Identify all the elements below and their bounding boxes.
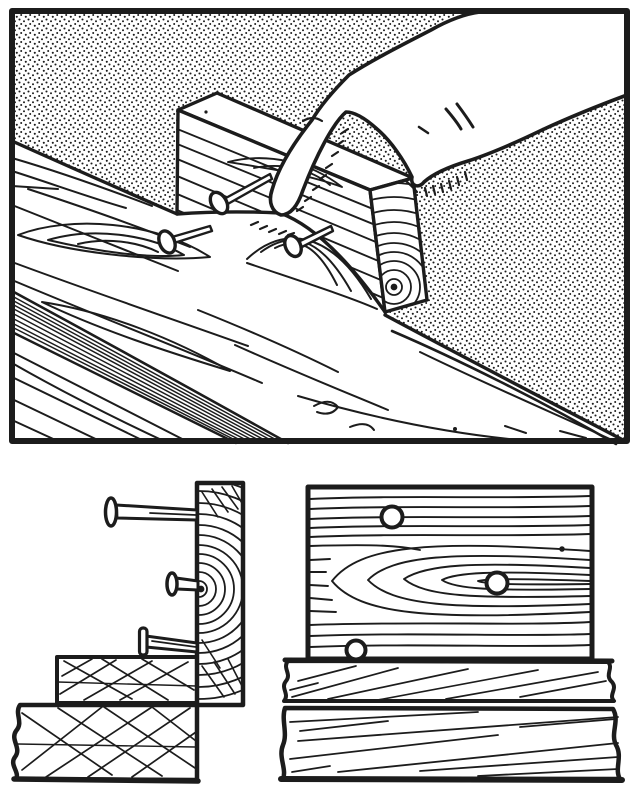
upright-board	[194, 480, 246, 708]
plank-far-edge-left	[10, 139, 179, 216]
middle-edge-board	[282, 657, 616, 703]
face-nail-heads	[344, 504, 510, 662]
nail-bottom-head	[137, 626, 149, 657]
plank-edge-hatching	[11, 295, 283, 444]
nail-middle-head	[165, 571, 179, 597]
hand	[268, 10, 629, 217]
plank-far-edge-right	[383, 313, 627, 443]
knuckle-creases	[301, 102, 475, 194]
bottom-rough-board	[278, 705, 625, 783]
base-board	[10, 702, 201, 784]
lower-board-edge	[10, 330, 238, 445]
nail-2-head	[208, 190, 230, 216]
nail-top-head	[103, 496, 119, 528]
horizontal-nails	[103, 496, 200, 657]
nail-bottom	[137, 626, 199, 657]
step-board-grain	[57, 658, 197, 701]
nail-middle-shank	[174, 576, 200, 592]
step-board	[55, 655, 199, 705]
lower-board-grain	[11, 351, 191, 444]
nail-head-2	[484, 570, 510, 596]
upright-end-grain	[197, 483, 243, 705]
middle-edge-grain	[289, 665, 607, 701]
face-view-panel: face-view	[278, 484, 625, 783]
nail-head-3	[344, 638, 368, 662]
base-board-grain	[17, 706, 197, 778]
block-speck	[204, 110, 208, 114]
hand-shading-dashes	[295, 127, 469, 213]
nail-1	[157, 224, 214, 255]
nail-middle	[165, 571, 200, 597]
base-board-bottom-edge	[11, 776, 201, 784]
nail-top	[103, 496, 199, 528]
nail-head-1	[379, 504, 405, 530]
nail-2	[208, 172, 274, 216]
plank-near-edge	[10, 289, 290, 445]
grain-speck	[453, 427, 457, 431]
section-view-panel: section-view	[10, 480, 246, 784]
bottom-rough-grain	[289, 711, 619, 777]
finger-shadow-dashes	[249, 220, 296, 237]
main-scene-panel: main-scene	[9, 8, 630, 446]
panel-frame	[9, 8, 630, 444]
face-board	[305, 484, 595, 662]
bottom-rough-bottom-edge	[278, 776, 625, 783]
nail-1-head	[157, 229, 177, 255]
